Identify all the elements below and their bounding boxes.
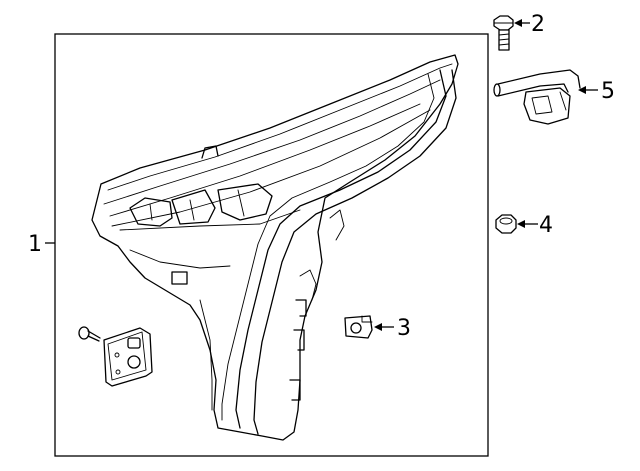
clip-part: [344, 315, 373, 339]
harness-connector-part: [493, 69, 581, 125]
callout-4-leader: [517, 220, 538, 228]
callout-2: 2: [531, 12, 545, 37]
bolt-part: [493, 15, 514, 51]
callout-1: 1: [28, 232, 42, 257]
control-module: [103, 327, 153, 387]
callout-4: 4: [539, 213, 553, 238]
callout-5: 5: [601, 79, 615, 104]
callout-3-leader: [374, 323, 394, 331]
headlamp-assembly: [91, 54, 459, 441]
assembly-frame: [54, 33, 489, 457]
headlamp-housing: [91, 54, 459, 441]
callout-5-leader: [578, 86, 598, 94]
callout-2-leader: [514, 19, 530, 27]
nut-part: [495, 214, 517, 234]
module-screw: [78, 326, 101, 342]
callout-3: 3: [397, 316, 411, 341]
